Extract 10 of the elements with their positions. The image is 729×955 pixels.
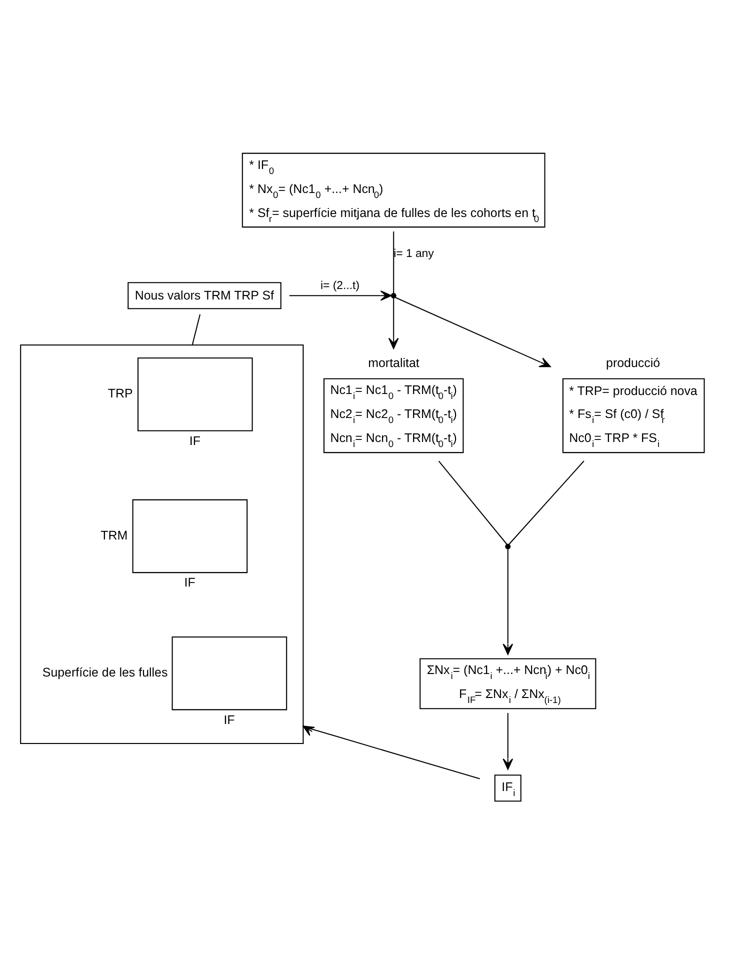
node-label: IF <box>224 712 235 726</box>
node-label: Superfície de les fulles <box>42 665 168 680</box>
node-label: IF <box>189 433 201 448</box>
node-label: TRP <box>108 386 133 400</box>
edge-label: i= 1 any <box>394 248 434 260</box>
node-label: TRM <box>100 528 128 542</box>
node-label: producció <box>606 355 660 370</box>
edge-label: i= (2...t) <box>320 280 360 292</box>
node-label: IF <box>184 575 196 590</box>
node-label: mortalitat <box>368 355 420 370</box>
